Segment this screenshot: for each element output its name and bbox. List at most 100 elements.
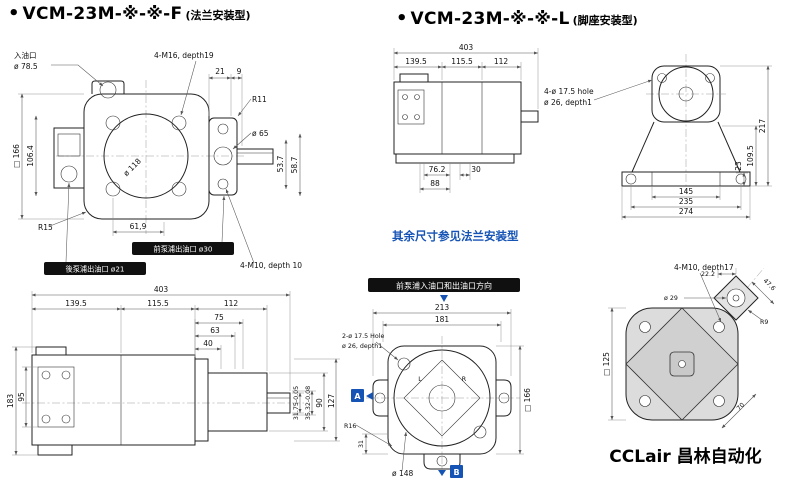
dim-75-label: 75 bbox=[214, 313, 224, 322]
bolt-spec-label: 4-M10, depth17 bbox=[674, 263, 734, 272]
dim-106-4-label: 106.4 bbox=[26, 145, 35, 167]
hole-spec-line1: 2-ø 17.5 Hole bbox=[342, 333, 384, 340]
bolt-spec-bottom-label: 4-M10, depth 10 bbox=[240, 261, 302, 270]
dim-145-label: 145 bbox=[679, 187, 694, 196]
dim-274-label: 274 bbox=[679, 207, 694, 216]
bullet-icon: • bbox=[8, 3, 20, 24]
dim-31-label: 31 bbox=[358, 440, 365, 448]
foot-model-code: VCM-23M-※-※-L bbox=[410, 9, 570, 29]
front-outlet-label: 前泵浦出油口 ø30 bbox=[154, 245, 213, 254]
foot-mount-drawing: 403 139.5 115.5 112 76.2 88 30 4-ø 17.5 … bbox=[393, 43, 772, 220]
dim-88-label: 88 bbox=[430, 179, 440, 188]
seg-139-5-label: 139.5 bbox=[65, 299, 87, 308]
rear-view-drawing: 4-M10, depth17 22.2 47.6 ø 29 R9 □ 125 7… bbox=[602, 263, 777, 429]
flange-front-dimensions: 入油口 ø 78.5 4-M16, depth19 21 9 R11 ø 65 … bbox=[12, 50, 302, 275]
datum-a-triangle-icon bbox=[366, 392, 373, 400]
dim-217-label: 217 bbox=[758, 119, 767, 134]
dia-148-label: ø 148 bbox=[392, 469, 414, 478]
port-direction-drawing: 前泵浦入油口和出油口方向 L R 213 bbox=[342, 278, 532, 478]
flange-side-geometry bbox=[22, 346, 304, 456]
flange-front-drawing: 入油口 ø 78.5 4-M16, depth19 21 9 R11 ø 65 … bbox=[12, 50, 302, 275]
square-166-label: □ 166 bbox=[523, 388, 532, 412]
mark-r-label: R bbox=[462, 376, 467, 383]
dim-183-label: 183 bbox=[6, 394, 15, 409]
dim-95-label: 95 bbox=[17, 392, 26, 402]
flange-side-dimensions: 403 139.5 115.5 112 75 63 40 31.75-0.05 bbox=[6, 285, 340, 456]
radius-r15-label: R15 bbox=[38, 223, 53, 232]
rear-outlet-label: 後泵浦出油口 ø21 bbox=[66, 265, 125, 274]
bullet-icon: • bbox=[396, 8, 408, 29]
seg-115-5-label: 115.5 bbox=[451, 57, 473, 66]
brand-logo: CCLair 昌林自动化 bbox=[609, 447, 762, 467]
shaft-dia-label: 31.75-0.05 bbox=[293, 386, 300, 420]
foot-model-heading: • VCM-23M-※-※-L (脚座安装型) bbox=[396, 8, 638, 29]
dim-9-label: 9 bbox=[237, 67, 242, 76]
direction-tag: 前泵浦入油口和出油口方向 bbox=[368, 278, 520, 302]
dia-29-label: ø 29 bbox=[664, 295, 678, 302]
flow-direction-markers: A B bbox=[351, 389, 463, 478]
other-dims-note: 其余尺寸参见法兰安装型 bbox=[392, 229, 519, 243]
key-height-label: 35.32-0.08 bbox=[305, 386, 312, 420]
direction-label: 前泵浦入油口和出油口方向 bbox=[396, 281, 492, 291]
dim-58-7-label: 58.7 bbox=[290, 156, 299, 173]
dim-47-6-label: 47.6 bbox=[762, 278, 777, 293]
direction-arrow-down-icon bbox=[440, 295, 448, 302]
flange-model-heading: • VCM-23M-※-※-F (法兰安装型) bbox=[8, 3, 251, 24]
foot-bracket-geometry bbox=[621, 54, 751, 192]
radius-r11-label: R11 bbox=[252, 95, 267, 104]
dia-65-label: ø 65 bbox=[252, 129, 269, 138]
dim-40-label: 40 bbox=[203, 339, 213, 348]
mark-a-label: A bbox=[354, 392, 361, 401]
dim-109-5-label: 109.5 bbox=[746, 145, 755, 167]
datum-a-box bbox=[351, 389, 364, 402]
datum-b-triangle-icon bbox=[438, 470, 446, 476]
hole-spec-line2: ø 26, depth1 bbox=[342, 343, 382, 350]
dim-181-label: 181 bbox=[435, 315, 450, 324]
front-outlet-tag bbox=[132, 242, 234, 255]
dim-76-2-label: 76.2 bbox=[429, 165, 446, 174]
flange-front-geometry bbox=[53, 80, 274, 234]
rear-view-geometry bbox=[625, 267, 765, 421]
inlet-diameter-label: ø 78.5 bbox=[14, 62, 38, 71]
dim-53-7-label: 53.7 bbox=[276, 155, 285, 172]
foot-mount-dimensions: 403 139.5 115.5 112 76.2 88 30 4-ø 17.5 … bbox=[393, 43, 772, 220]
seg-112-label: 112 bbox=[224, 299, 239, 308]
dim-235-label: 235 bbox=[679, 197, 694, 206]
radius-r16-label: R16 bbox=[344, 423, 356, 430]
dim-22-2-label: 22.2 bbox=[701, 271, 715, 278]
flange-side-drawing: 403 139.5 115.5 112 75 63 40 31.75-0.05 bbox=[6, 285, 340, 456]
dim-63-label: 63 bbox=[210, 326, 220, 335]
foot-hole-spec-line2: ø 26, depth1 bbox=[544, 98, 592, 107]
front-view-dimensions: 213 181 2-ø 17.5 Hole ø 26, depth1 □ 166… bbox=[342, 303, 532, 478]
dim-23-label: 23 bbox=[734, 161, 743, 171]
square-125-label: □ 125 bbox=[602, 352, 611, 376]
dim-403-label: 403 bbox=[459, 43, 474, 52]
rear-outlet-tag bbox=[44, 262, 146, 275]
foot-mount-type: (脚座安装型) bbox=[572, 14, 638, 27]
front-view-geometry: L R bbox=[366, 336, 520, 476]
dia-118-label: ø 118 bbox=[122, 156, 144, 178]
seg-139-5-label: 139.5 bbox=[405, 57, 427, 66]
radius-r9-label: R9 bbox=[760, 319, 768, 326]
bolt-spec-top-label: 4-M16, depth19 bbox=[154, 51, 214, 60]
seg-112-label: 112 bbox=[494, 57, 509, 66]
dim-90-label: 90 bbox=[315, 398, 324, 408]
dim-61-9-label: 61,9 bbox=[130, 222, 147, 231]
mark-b-label: B bbox=[453, 468, 459, 477]
seg-115-5-label: 115.5 bbox=[147, 299, 169, 308]
datum-b-box bbox=[450, 465, 463, 478]
square-166-label: □ 166 bbox=[12, 144, 21, 168]
dim-21-label: 21 bbox=[215, 67, 225, 76]
foot-hole-spec-line1: 4-ø 17.5 hole bbox=[544, 87, 594, 96]
dim-30-label: 30 bbox=[471, 165, 481, 174]
flange-mount-type: (法兰安装型) bbox=[185, 9, 251, 22]
mark-l-label: L bbox=[418, 376, 422, 383]
dim-403-label: 403 bbox=[154, 285, 169, 294]
dim-70-label: 70 bbox=[736, 402, 747, 413]
inlet-port-label: 入油口 bbox=[14, 50, 37, 60]
dim-213-label: 213 bbox=[435, 303, 450, 312]
rear-view-dimensions: 4-M10, depth17 22.2 47.6 ø 29 R9 □ 125 7… bbox=[602, 263, 777, 429]
foot-side-geometry bbox=[393, 73, 539, 164]
flange-model-code: VCM-23M-※-※-F bbox=[22, 4, 183, 24]
